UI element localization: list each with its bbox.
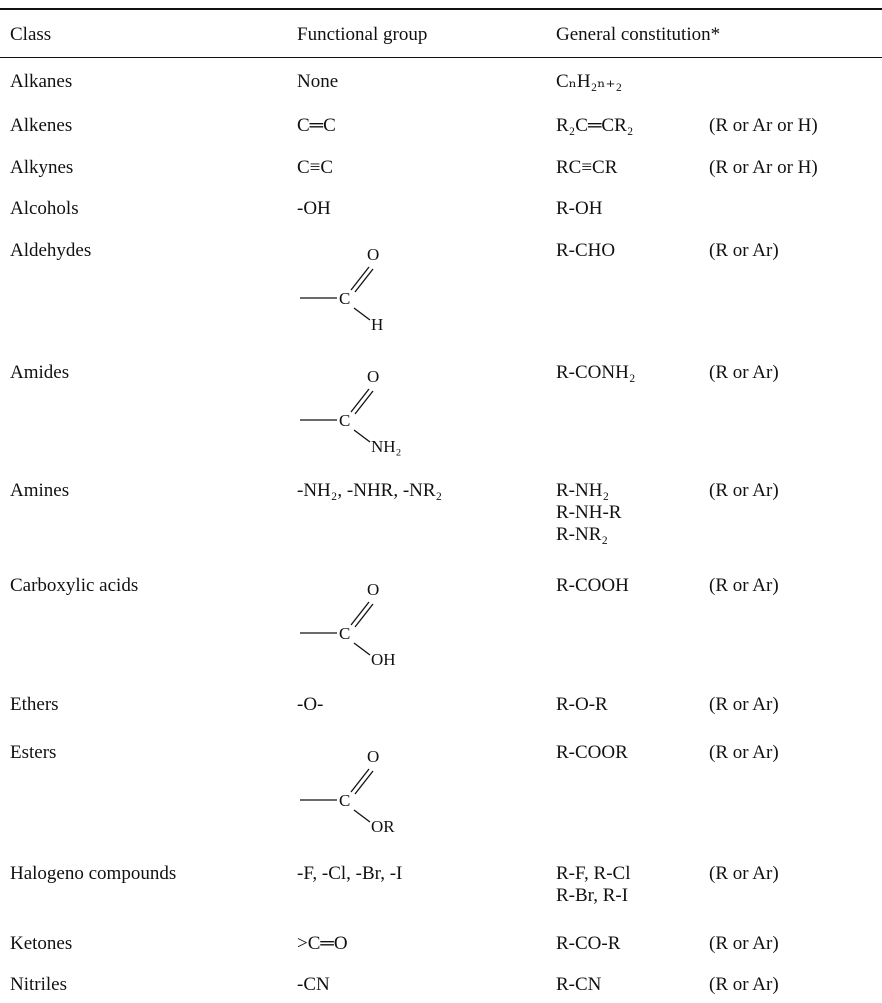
group-cell: -OH: [297, 198, 331, 219]
structure-bond: [350, 768, 370, 793]
note-cell: (R or Ar): [709, 480, 779, 501]
note-cell: (R or Ar): [709, 974, 779, 995]
formula-line: R-NH-R: [556, 502, 622, 523]
structure-bond: [353, 429, 371, 443]
formula-cell: R-CHO: [556, 240, 616, 261]
group-cell: None: [297, 71, 339, 92]
group-cell: -NH₂, -NHR, -NR₂: [297, 480, 443, 501]
formula-line: R-Br, R-I: [556, 885, 629, 906]
formula-cell: R-CO-R: [556, 933, 621, 954]
formula-cell: R-OH: [556, 198, 603, 219]
aldehyde-group-structure: O C H: [300, 245, 383, 334]
structure-bond: [353, 809, 371, 823]
class-cell: Halogeno compounds: [10, 863, 177, 884]
note-cell: (R or Ar): [709, 742, 779, 763]
class-cell: Nitriles: [10, 974, 67, 995]
note-cell: (R or Ar): [709, 933, 779, 954]
formula-cell: R-F, R-Cl R-Br, R-I: [556, 863, 631, 907]
formula-cell: R-CN: [556, 974, 602, 995]
group-cell: C═C: [297, 115, 336, 136]
structure-bond: [350, 601, 370, 626]
group-cell: >C═O: [297, 933, 348, 954]
structure-atom: NH₂: [371, 437, 401, 456]
class-cell: Alkanes: [10, 71, 73, 92]
structure-atom: OR: [371, 817, 395, 836]
structure-bond: [350, 266, 370, 291]
group-cell: C≡C: [297, 157, 334, 178]
structure-atom: O: [367, 245, 379, 264]
group-cell: -O-: [297, 694, 324, 715]
structure-atom: H: [371, 315, 383, 334]
structure-atom: O: [367, 747, 379, 766]
class-cell: Esters: [10, 742, 57, 763]
formula-cell: R-NH₂ R-NH-R R-NR₂: [556, 480, 621, 546]
class-cell: Ethers: [10, 694, 59, 715]
structure-atom: O: [367, 367, 379, 386]
class-cell: Alkenes: [10, 115, 73, 136]
formula-cell: R-O-R: [556, 694, 608, 715]
structure-atom: C: [339, 791, 350, 810]
formula-cell: CₙH₂ₙ₊₂: [556, 71, 623, 92]
structure-atom: O: [367, 580, 379, 599]
note-cell: (R or Ar): [709, 362, 779, 383]
structure-bond: [353, 307, 371, 321]
structure-bond: [353, 642, 371, 656]
group-cell: -F, -Cl, -Br, -I: [297, 863, 403, 884]
structure-bond: [354, 268, 374, 293]
formula-cell: R-COOH: [556, 575, 629, 596]
formula-line: R-NR₂: [556, 524, 609, 545]
structure-bond: [354, 770, 374, 795]
structure-atom: C: [339, 624, 350, 643]
note-cell: (R or Ar or H): [709, 115, 818, 136]
carboxylic-acid-group-structure: O C OH: [300, 580, 396, 669]
amide-group-structure: O C NH₂: [300, 367, 401, 456]
formula-cell: RC≡CR: [556, 157, 618, 178]
note-cell: (R or Ar or H): [709, 157, 818, 178]
group-cell: -CN: [297, 974, 330, 995]
formula-cell: R₂C═CR₂: [556, 115, 634, 136]
formula-line: R-F, R-Cl: [556, 863, 631, 884]
class-cell: Amides: [10, 362, 70, 383]
formula-cell: R-COOR: [556, 742, 628, 763]
structure-bond: [350, 388, 370, 413]
structure-atom: C: [339, 289, 350, 308]
note-cell: (R or Ar): [709, 863, 779, 884]
class-cell: Alkynes: [10, 157, 74, 178]
formula-cell: R-CONH₂: [556, 362, 636, 383]
class-cell: Alcohols: [10, 198, 79, 219]
note-cell: (R or Ar): [709, 240, 779, 261]
formula-line: R-NH₂: [556, 480, 610, 501]
structure-atom: OH: [371, 650, 396, 669]
header-general-constitution: General constitution*: [556, 24, 721, 45]
class-cell: Carboxylic acids: [10, 575, 139, 596]
header-class: Class: [10, 24, 52, 45]
ester-group-structure: O C OR: [300, 747, 395, 836]
table-header-rule: [0, 57, 882, 58]
structure-bond: [354, 390, 374, 415]
class-cell: Amines: [10, 480, 70, 501]
table-top-rule: [0, 8, 882, 10]
header-functional-group: Functional group: [297, 24, 428, 45]
class-cell: Aldehydes: [10, 240, 92, 261]
structure-atom: C: [339, 411, 350, 430]
class-cell: Ketones: [10, 933, 73, 954]
structure-bond: [354, 603, 374, 628]
note-cell: (R or Ar): [709, 694, 779, 715]
note-cell: (R or Ar): [709, 575, 779, 596]
